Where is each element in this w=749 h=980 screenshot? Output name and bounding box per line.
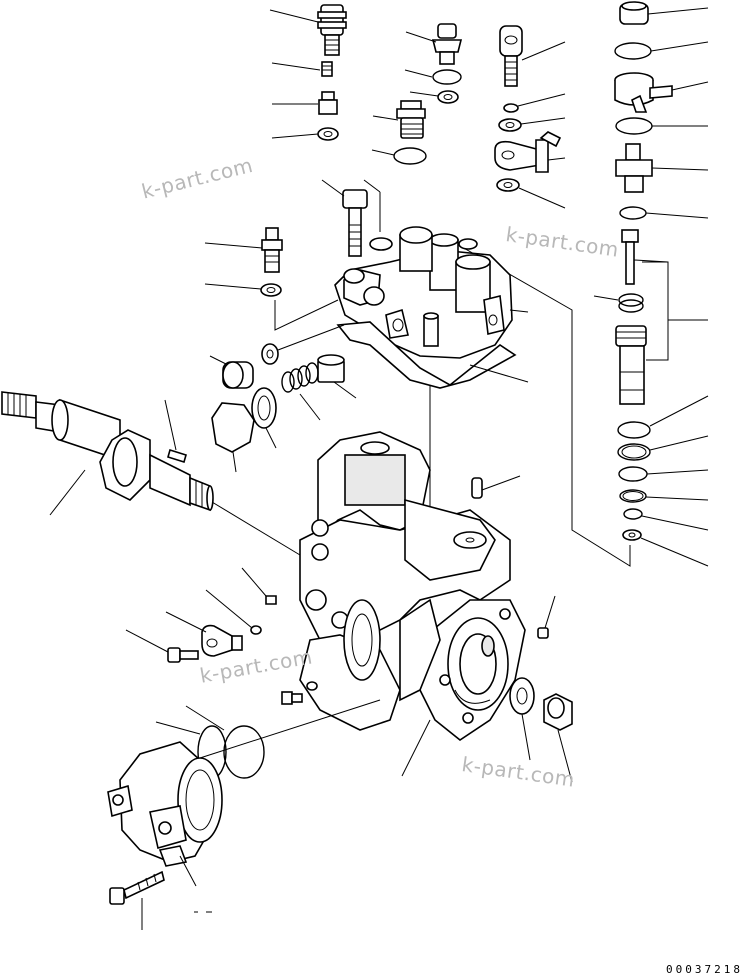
cap-nut-part: [619, 1, 709, 25]
gasket-small-1: [271, 127, 339, 141]
o-ring-gov-2: [185, 705, 265, 779]
valve-holder-r-part: [615, 143, 709, 193]
drive-shaft-part: [1, 391, 301, 556]
ring-r2: [615, 117, 708, 135]
ring-r6: [617, 435, 709, 461]
head-bolt-part: [321, 179, 381, 257]
ring-r1: [614, 41, 709, 60]
spring-ml: [281, 362, 321, 421]
spacer-ml: [317, 354, 357, 399]
o-ring-2: [371, 147, 427, 165]
shim-r10: [454, 242, 709, 567]
banjo-fitting-part: [494, 131, 566, 173]
o-ring-1: [404, 69, 462, 85]
ring-r4: [593, 293, 644, 313]
washer-ml: [261, 324, 345, 365]
barrel-part: [615, 261, 708, 405]
seal-washer-ml: [251, 387, 277, 449]
bushing-right: [509, 677, 535, 761]
screw-part-1: [281, 681, 318, 705]
washer-1: [409, 90, 459, 104]
small-screw-right: [537, 595, 556, 639]
pin-part: [241, 567, 277, 605]
plunger-part: [621, 229, 669, 285]
nut-right: [543, 693, 573, 783]
eye-bolt-part: [499, 25, 566, 87]
pump-housing: [299, 431, 526, 777]
bolt-part-bottom: [109, 870, 165, 930]
delivery-valve-part: [405, 23, 463, 65]
key-part: [164, 399, 187, 464]
ring-r7: [618, 466, 709, 482]
gasket-left: [204, 283, 339, 331]
governor-housing-assembly: [107, 699, 381, 887]
delivery-valve-holder-part: [269, 4, 347, 56]
ring-r9: [623, 508, 709, 531]
plug-cap-ml: [211, 402, 255, 473]
bolt-part-1: [125, 629, 199, 663]
drawing-number: 00037218: [666, 963, 743, 976]
ring-r3: [619, 206, 709, 220]
gasket-3: [496, 178, 566, 209]
lock-plate-part: [165, 611, 243, 657]
pin-small-part: [205, 589, 262, 635]
plug-ml: [209, 355, 254, 389]
ring-r8: [619, 489, 709, 503]
sleeve-with-pipe-part: [614, 72, 709, 113]
plug-hex-part: [372, 100, 426, 139]
small-spring-part: [271, 61, 333, 77]
ring-r5: [617, 395, 709, 439]
distributor-head-assembly: [334, 226, 529, 560]
gasket-2: [498, 117, 566, 132]
washer-2: [503, 93, 566, 113]
valve-stopper-part: [272, 91, 338, 115]
inlet-union-part: [204, 227, 283, 273]
